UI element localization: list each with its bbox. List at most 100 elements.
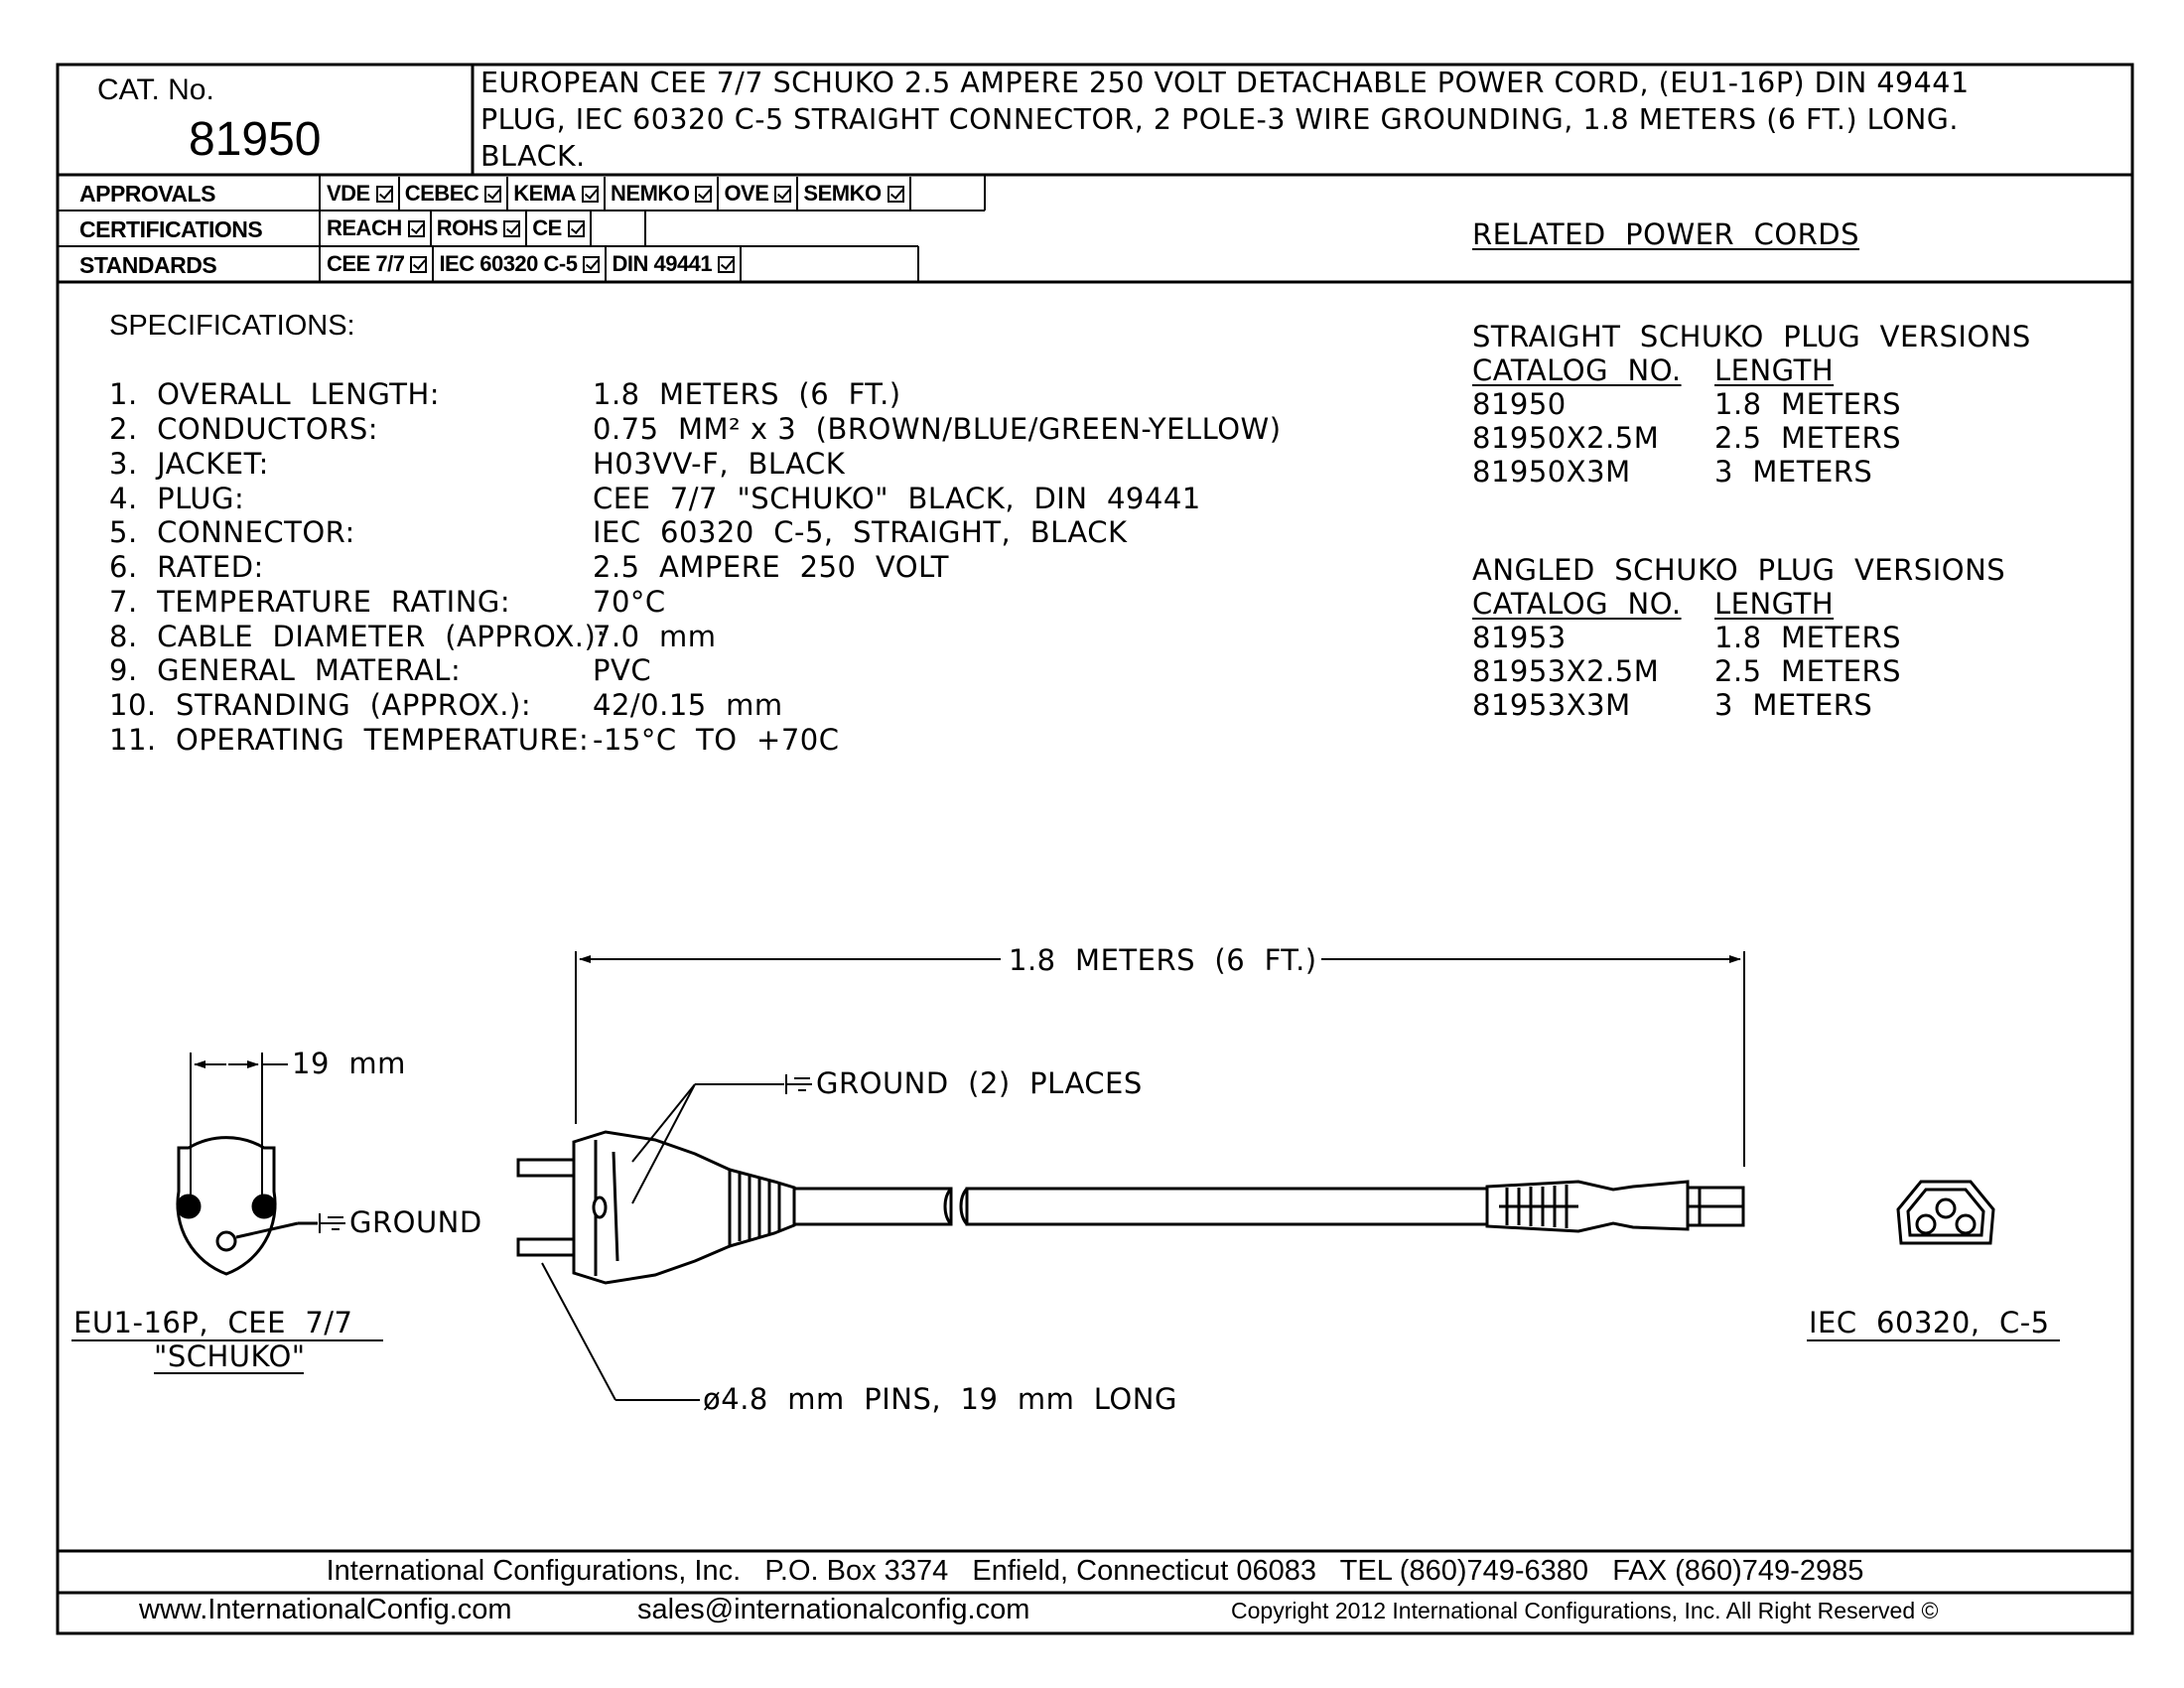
pins-label: ø4.8 mm PINS, 19 mm LONG [703,1382,1177,1416]
spec-value: 42/0.15 mm [593,688,783,722]
spec-label: 4. PLUG: [109,482,245,515]
related-catalog: 81953X2.5M [1472,654,1660,688]
checked-box-icon [503,220,521,237]
checked-box-icon [695,186,713,203]
spec-value: 1.8 METERS (6 FT.) [593,377,901,411]
angled-versions-title: ANGLED SCHUKO PLUG VERSIONS [1472,553,2006,587]
angled-col-length: LENGTH [1714,587,1835,621]
angled-col-catalog: CATALOG NO. [1472,587,1682,621]
related-catalog: 81953X3M [1472,688,1631,722]
approval-cebec: CEBEC [400,177,509,211]
c5-connector-face [1896,1180,1995,1245]
standards-row: CEE 7/7 IEC 60320 C-5 DIN 49441 [322,247,743,281]
title-line-1: EUROPEAN CEE 7/7 SCHUKO 2.5 AMPERE 250 V… [480,67,1970,99]
title-line-3: BLACK. [480,140,586,173]
spec-label: 3. JACKET: [109,447,269,481]
cable [792,1187,1489,1226]
straight-versions-title: STRAIGHT SCHUKO PLUG VERSIONS [1472,320,2031,353]
spec-value: 0.75 MM² x 3 (BROWN/BLUE/GREEN-YELLOW) [593,412,1282,446]
checked-box-icon [410,256,428,273]
checked-box-icon [484,186,502,203]
checked-box-icon [774,186,792,203]
c5-connector [1485,1180,1745,1233]
straight-col-catalog: CATALOG NO. [1472,353,1682,387]
cert-ce: CE [527,211,592,245]
footer-website[interactable]: www.InternationalConfig.com [139,1594,512,1625]
checked-box-icon [582,186,600,203]
approval-kema: KEMA [508,177,607,211]
plug-caption-schuko: "SCHUKO" [154,1339,306,1373]
approval-ove: OVE [719,177,799,211]
specs-title: SPECIFICATIONS: [109,310,355,342]
spec-label: 9. GENERAL MATERAL: [109,653,462,687]
ground-places-label: GROUND (2) PLACES [816,1066,1143,1100]
spec-value: 70°C [593,585,666,619]
length-dimension [575,951,1745,1167]
std-iec: IEC 60320 C-5 [434,247,608,281]
ground-symbol-icon [785,1074,812,1094]
footer-copyright: Copyright 2012 International Configurati… [1231,1598,1939,1623]
standards-label: STANDARDS [79,252,217,278]
cert-rohs: ROHS [432,211,528,245]
spec-label: 7. TEMPERATURE RATING: [109,585,511,619]
spec-value: IEC 60320 C-5, STRAIGHT, BLACK [593,515,1128,549]
related-catalog: 81950 [1472,387,1567,421]
checked-box-icon [375,186,393,203]
spec-label: 1. OVERALL LENGTH: [109,377,441,411]
spec-value: CEE 7/7 "SCHUKO" BLACK, DIN 49441 [593,482,1201,515]
spec-value: 7.0 mm [593,620,717,653]
cert-reach: REACH [322,211,432,245]
certifications-row: REACH ROHS CE [322,211,592,245]
straight-col-length: LENGTH [1714,353,1835,387]
plug-caption: EU1-16P, CEE 7/7 [73,1306,353,1339]
ground-label: GROUND [349,1205,482,1239]
related-length: 3 METERS [1714,688,1873,722]
related-length: 2.5 METERS [1714,654,1901,688]
approval-nemko: NEMKO [606,177,720,211]
spec-label: 6. RATED: [109,550,264,584]
checked-box-icon [718,256,736,273]
ground-symbol-icon [319,1213,345,1233]
related-length: 1.8 METERS [1714,387,1901,421]
related-catalog: 81950X2.5M [1472,421,1660,455]
plug-face-view [176,1136,318,1276]
spec-label: 10. STRANDING (APPROX.): [109,688,532,722]
related-length: 2.5 METERS [1714,421,1901,455]
checked-box-icon [407,220,425,237]
approval-vde: VDE [322,177,400,211]
spec-value: PVC [593,653,652,687]
footer-email[interactable]: sales@internationalconfig.com [637,1594,1030,1625]
connector-caption: IEC 60320, C-5 [1809,1306,2050,1339]
related-catalog: 81950X3M [1472,455,1631,489]
std-cee: CEE 7/7 [322,247,435,281]
spec-label: 2. CONDUCTORS: [109,412,379,446]
spec-label: 8. CABLE DIAMETER (APPROX.): [109,620,607,653]
approvals-row: VDE CEBEC KEMA NEMKO OVE SEMKO [322,177,911,211]
pin-spacing-dimension [190,1053,288,1203]
spec-label: 5. CONNECTOR: [109,515,355,549]
spec-value: -15°C TO +70C [593,723,840,757]
related-catalog: 81953 [1472,621,1567,654]
certifications-label: CERTIFICATIONS [79,216,263,242]
spec-value: H03VV-F, BLACK [593,447,846,481]
checked-box-icon [567,220,585,237]
approval-semko: SEMKO [798,177,911,211]
length-dimension-label: 1.8 METERS (6 FT.) [1005,946,1321,975]
checked-box-icon [583,256,601,273]
spec-value: 2.5 AMPERE 250 VOLT [593,550,949,584]
title-line-2: PLUG, IEC 60320 C-5 STRAIGHT CONNECTOR, … [480,103,1959,136]
related-length: 3 METERS [1714,455,1873,489]
related-length: 1.8 METERS [1714,621,1901,654]
footer-company: International Configurations, Inc. P.O. … [326,1555,1864,1587]
cat-number: 81950 [189,113,322,166]
std-din: DIN 49441 [607,247,743,281]
related-title: RELATED POWER CORDS [1472,217,1860,251]
pin-spacing-label: 19 mm [292,1047,406,1080]
approvals-label: APPROVALS [79,181,215,207]
cat-label: CAT. No. [97,73,214,106]
checked-box-icon [887,186,904,203]
schuko-plug [516,1130,796,1285]
